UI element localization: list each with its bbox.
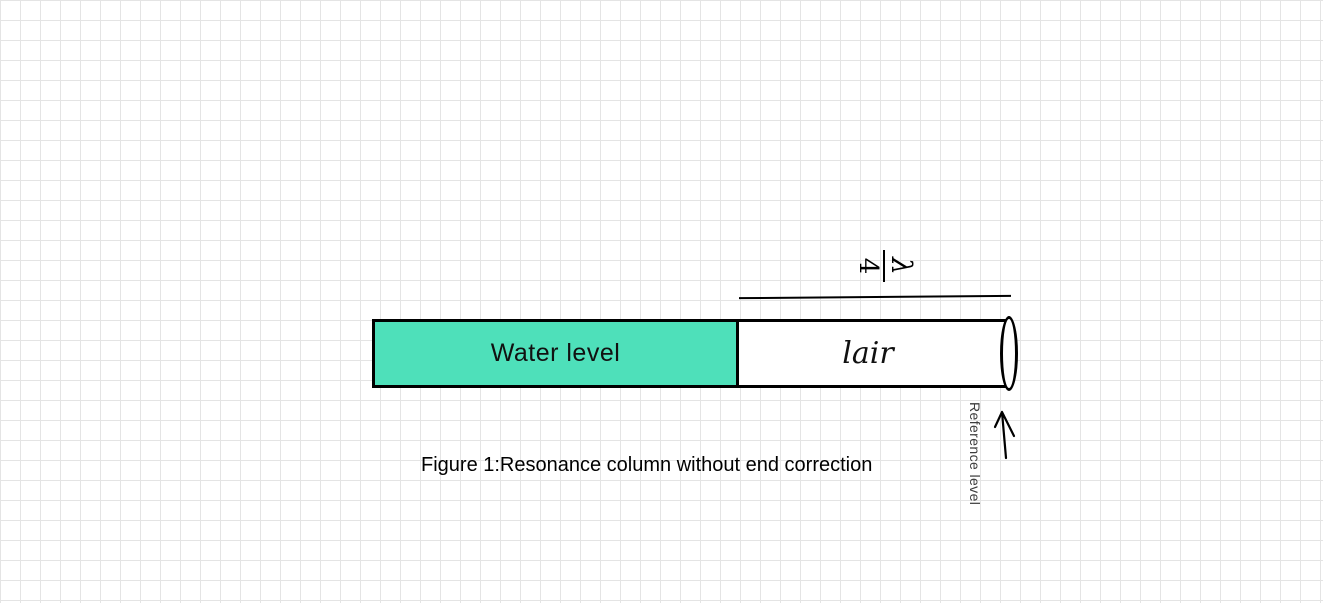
water-section: Water level <box>375 322 739 385</box>
quarter-wavelength-label: λ 4 <box>853 249 918 283</box>
air-column-label: lair <box>842 336 894 371</box>
fraction-numerator: λ <box>885 257 918 275</box>
resonance-tube: Water level lair <box>372 319 1011 388</box>
water-level-label: Water level <box>490 339 621 367</box>
reference-level-label: Reference level <box>967 402 983 506</box>
quarter-wavelength-dimension-line <box>738 294 1012 300</box>
arrow-up-icon <box>993 410 1016 460</box>
air-column-section: lair <box>739 322 1011 385</box>
figure-caption: Figure 1:Resonance column without end co… <box>421 454 873 476</box>
tube-opening-ellipse <box>1000 316 1018 391</box>
fraction-denominator: 4 <box>853 257 883 275</box>
